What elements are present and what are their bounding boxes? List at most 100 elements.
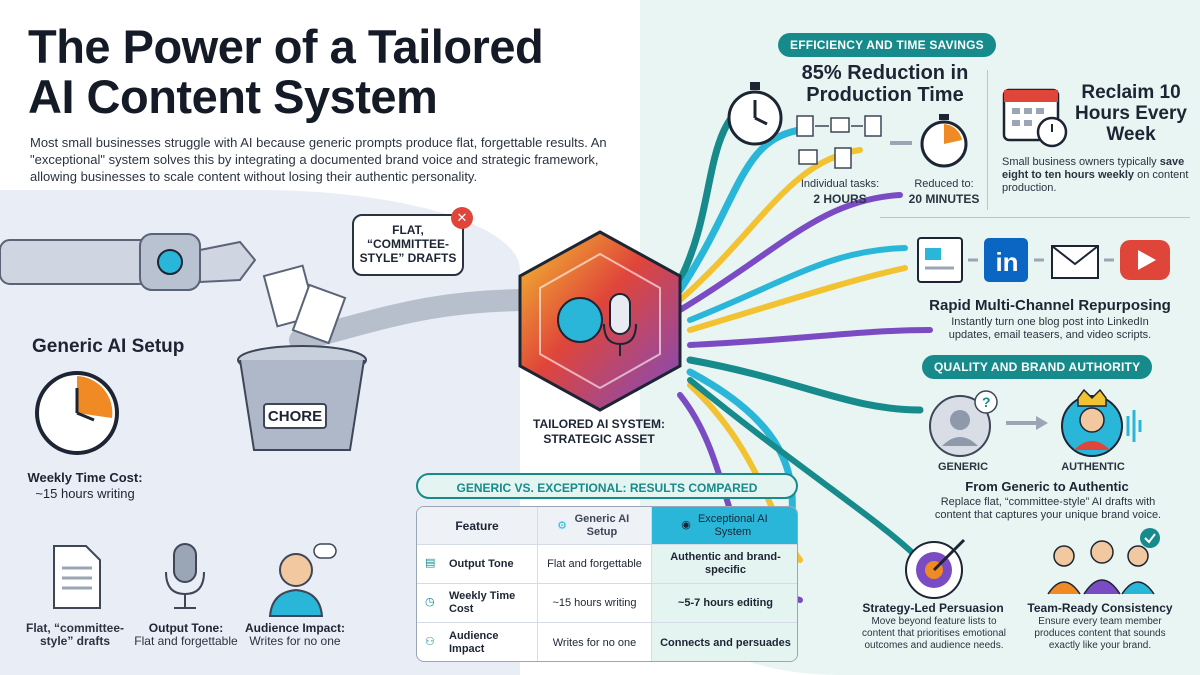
reclaim-text: Small business owners typically save eig… — [1002, 156, 1192, 195]
time-cost-title: Weekly Time Cost: — [27, 470, 143, 485]
stream-yellow-2 — [687, 265, 908, 333]
efficiency-pill: EFFICIENCY AND TIME SAVINGS — [778, 33, 996, 57]
tailored-ai-hexagon-icon — [518, 230, 682, 412]
authentic-label: AUTHENTIC — [1061, 461, 1125, 473]
generic-user-icon: ? — [929, 390, 998, 457]
comparison-table: GENERIC VS. EXCEPTIONAL: RESULTS COMPARE… — [416, 473, 798, 663]
row-generic-cell: Flat and forgettable — [537, 545, 651, 583]
quality-text: Replace flat, “committee-style” AI draft… — [934, 496, 1162, 521]
clock-icon — [35, 371, 119, 455]
timer-icon — [920, 114, 968, 168]
row-exceptional-cell: ~5-7 hours editing — [651, 584, 797, 622]
bottom-item-3-title: Audience Impact: — [244, 621, 346, 635]
stream-purple-2 — [687, 327, 933, 348]
linkedin-text: in — [995, 247, 1019, 277]
chore-label: CHORE — [263, 403, 327, 429]
time-cost-value: ~15 hours writing — [35, 486, 135, 501]
strategy-title: Strategy-Led Persuasion — [862, 601, 1004, 615]
row-generic-cell: Writes for no one — [537, 623, 651, 661]
svg-text:?: ? — [982, 394, 991, 410]
linkedin-icon — [984, 238, 1028, 282]
email-icon — [1051, 245, 1099, 279]
table-header: GENERIC VS. EXCEPTIONAL: RESULTS COMPARE… — [416, 473, 798, 499]
col-feature: Feature — [455, 518, 499, 533]
table-row: ◷ Weekly Time Cost ~15 hours writing ~5-7… — [417, 584, 797, 623]
divider — [880, 217, 1190, 218]
document-icon — [53, 545, 101, 609]
stream-teal-2 — [687, 245, 908, 323]
channel-icons — [917, 237, 1170, 283]
reclaim-text-pre: Small business owners typically — [1002, 156, 1160, 168]
row-feature-label: Weekly Time Cost — [449, 590, 516, 615]
stream-teal-3 — [686, 356, 924, 414]
stream-teal-4 — [687, 377, 923, 563]
title-line-1: The Power of a Tailored — [28, 20, 544, 73]
arrow-icon — [890, 141, 912, 145]
bottom-item-2: Output Tone: Flat and forgettable — [134, 622, 238, 648]
row-feature-label: Audience Impact — [449, 630, 499, 655]
bottom-item-2-sub: Flat and forgettable — [134, 634, 238, 648]
close-icon: ✕ — [451, 207, 473, 229]
intro-text: Most small businesses struggle with AI b… — [30, 135, 607, 184]
quality-title: From Generic to Authentic — [965, 479, 1129, 494]
reduced-label: Reduced to: — [914, 178, 974, 190]
individual-tasks: Individual tasks: 2 HOURS — [790, 178, 890, 206]
stream-cyan-1 — [676, 126, 804, 294]
calendar-icon — [1002, 88, 1068, 148]
individual-label: Individual tasks: — [800, 178, 880, 190]
time-cost: Weekly Time Cost: ~15 hours writing — [20, 470, 150, 502]
gear-icon: ⚙ — [557, 520, 567, 532]
reclaim-title: Reclaim 10 Hours Every Week — [1075, 82, 1187, 145]
row-generic-cell: ~15 hours writing — [537, 584, 651, 622]
row-exceptional-cell: Connects and persuades — [651, 623, 797, 661]
repurpose-text: Instantly turn one blog post into Linked… — [948, 316, 1152, 341]
table-row: ⚇Audience Impact Writes for no one Conne… — [417, 623, 797, 661]
table-header-row: Feature ⚙ Generic AI Setup ◉ Exceptional… — [417, 507, 797, 545]
divider — [987, 70, 988, 210]
trash-can-icon — [237, 264, 367, 451]
reduced-to: Reduced to: 20 MINUTES — [896, 178, 992, 206]
row-feature-cell: ◷ Weekly Time Cost — [417, 584, 537, 622]
bottom-item-1-title: Flat, “committee-style” drafts — [25, 621, 124, 648]
page-title: The Power of a Tailored AI Content Syste… — [28, 20, 544, 123]
stream-purple-1 — [677, 192, 903, 313]
individual-value: 2 HOURS — [813, 192, 867, 206]
team-text: Ensure every team member produces conten… — [1034, 616, 1166, 651]
flat-drafts-bubble: FLAT, “COMMITTEE-STYLE” DRAFTS — [352, 214, 464, 276]
team-icon — [1047, 528, 1160, 595]
team-title: Team-Ready Consistency — [1027, 601, 1173, 615]
row-feature-label: Output Tone — [449, 558, 514, 570]
col-exceptional: ◉ Exceptional AI System — [651, 507, 797, 544]
brain-icon: ◉ — [681, 519, 691, 531]
col-generic: ⚙ Generic AI Setup — [537, 507, 651, 544]
col-exceptional-label: Exceptional AI System — [697, 512, 768, 538]
target-icon — [905, 538, 966, 599]
chat-icon: ▤ — [425, 557, 436, 569]
reduction-title: 85% Reduction in Production Time — [801, 62, 969, 106]
clock-icon: ◷ — [425, 596, 435, 608]
bottom-item-3: Audience Impact: Writes for no one — [240, 622, 350, 648]
repurpose-title: Rapid Multi-Channel Repurposing — [929, 297, 1171, 314]
stopwatch-icon — [727, 82, 783, 146]
row-feature-cell: ▤ Output Tone — [417, 545, 537, 583]
generic-label: GENERIC — [937, 461, 989, 473]
reclaim-text-bold: save eight to ten hours weekly — [1002, 156, 1185, 181]
confused-person-icon — [268, 543, 337, 617]
video-icon — [1120, 240, 1170, 280]
table-row: ▤ Output Tone Flat and forgettable Authen… — [417, 545, 797, 584]
table-body: Feature ⚙ Generic AI Setup ◉ Exceptional… — [416, 506, 798, 662]
title-line-2: AI Content System — [28, 70, 438, 123]
bottom-item-3-sub: Writes for no one — [249, 634, 341, 648]
quality-pill: QUALITY AND BRAND AUTHORITY — [922, 355, 1153, 379]
arrow-right-icon — [1006, 416, 1048, 430]
col-generic-label: Generic AI Setup — [574, 512, 630, 538]
reclaim-text-post: on content production. — [1002, 169, 1189, 194]
hexagon-label: TAILORED AI SYSTEM: STRATEGIC ASSET — [533, 417, 665, 446]
strategy-text: Move beyond feature lists to content tha… — [862, 616, 1006, 651]
reduced-value: 20 MINUTES — [908, 192, 980, 206]
row-exceptional-cell: Authentic and brand-specific — [651, 545, 797, 583]
generic-setup-heading: Generic AI Setup — [32, 336, 185, 357]
bottom-item-2-title: Output Tone: — [148, 621, 224, 635]
row-feature-cell: ⚇Audience Impact — [417, 623, 537, 661]
blog-icon — [917, 237, 963, 283]
